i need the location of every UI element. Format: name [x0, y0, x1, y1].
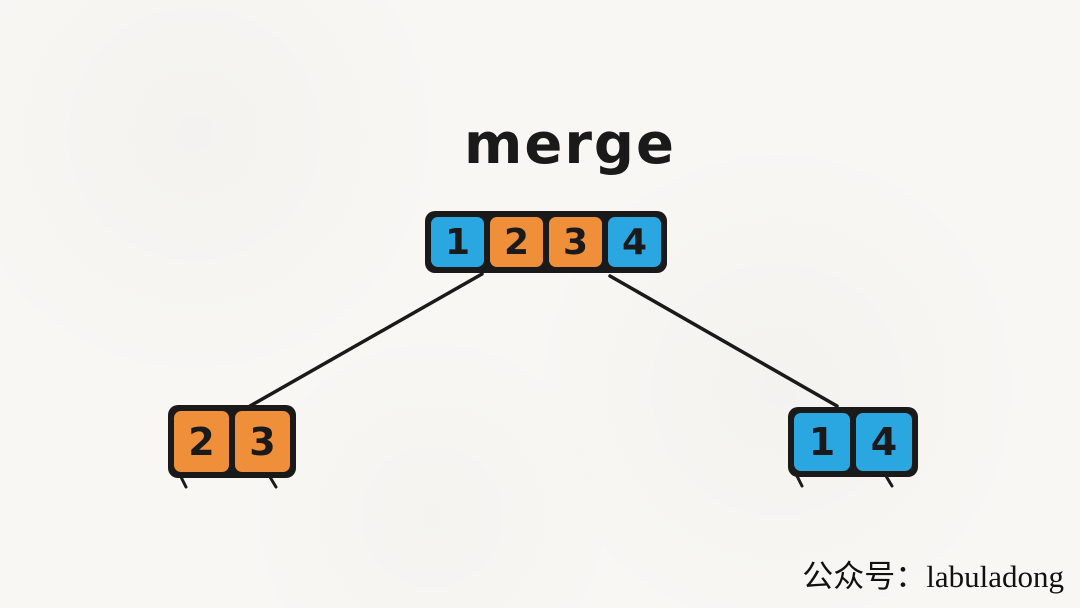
sketch-foot [179, 475, 188, 489]
array-cell: 3 [549, 217, 602, 267]
left-subarray: 2 3 [168, 405, 296, 478]
sketch-foot [795, 474, 804, 488]
edge-root-to-left [248, 272, 484, 408]
sketch-foot [268, 475, 278, 489]
array-cell: 2 [490, 217, 543, 267]
edge-root-to-right [608, 274, 839, 408]
array-cell: 2 [174, 411, 229, 472]
merged-array: 1 2 3 4 [425, 211, 667, 273]
diagram-title: merge [463, 112, 676, 177]
array-cell: 4 [608, 217, 661, 267]
right-subarray: 1 4 [788, 407, 918, 477]
watermark-label: 公众号：labuladong [802, 559, 1064, 594]
array-cell: 1 [794, 413, 850, 471]
array-cell: 4 [856, 413, 912, 471]
sketch-foot [884, 474, 894, 488]
array-cell: 3 [235, 411, 290, 472]
array-cell: 1 [431, 217, 484, 267]
